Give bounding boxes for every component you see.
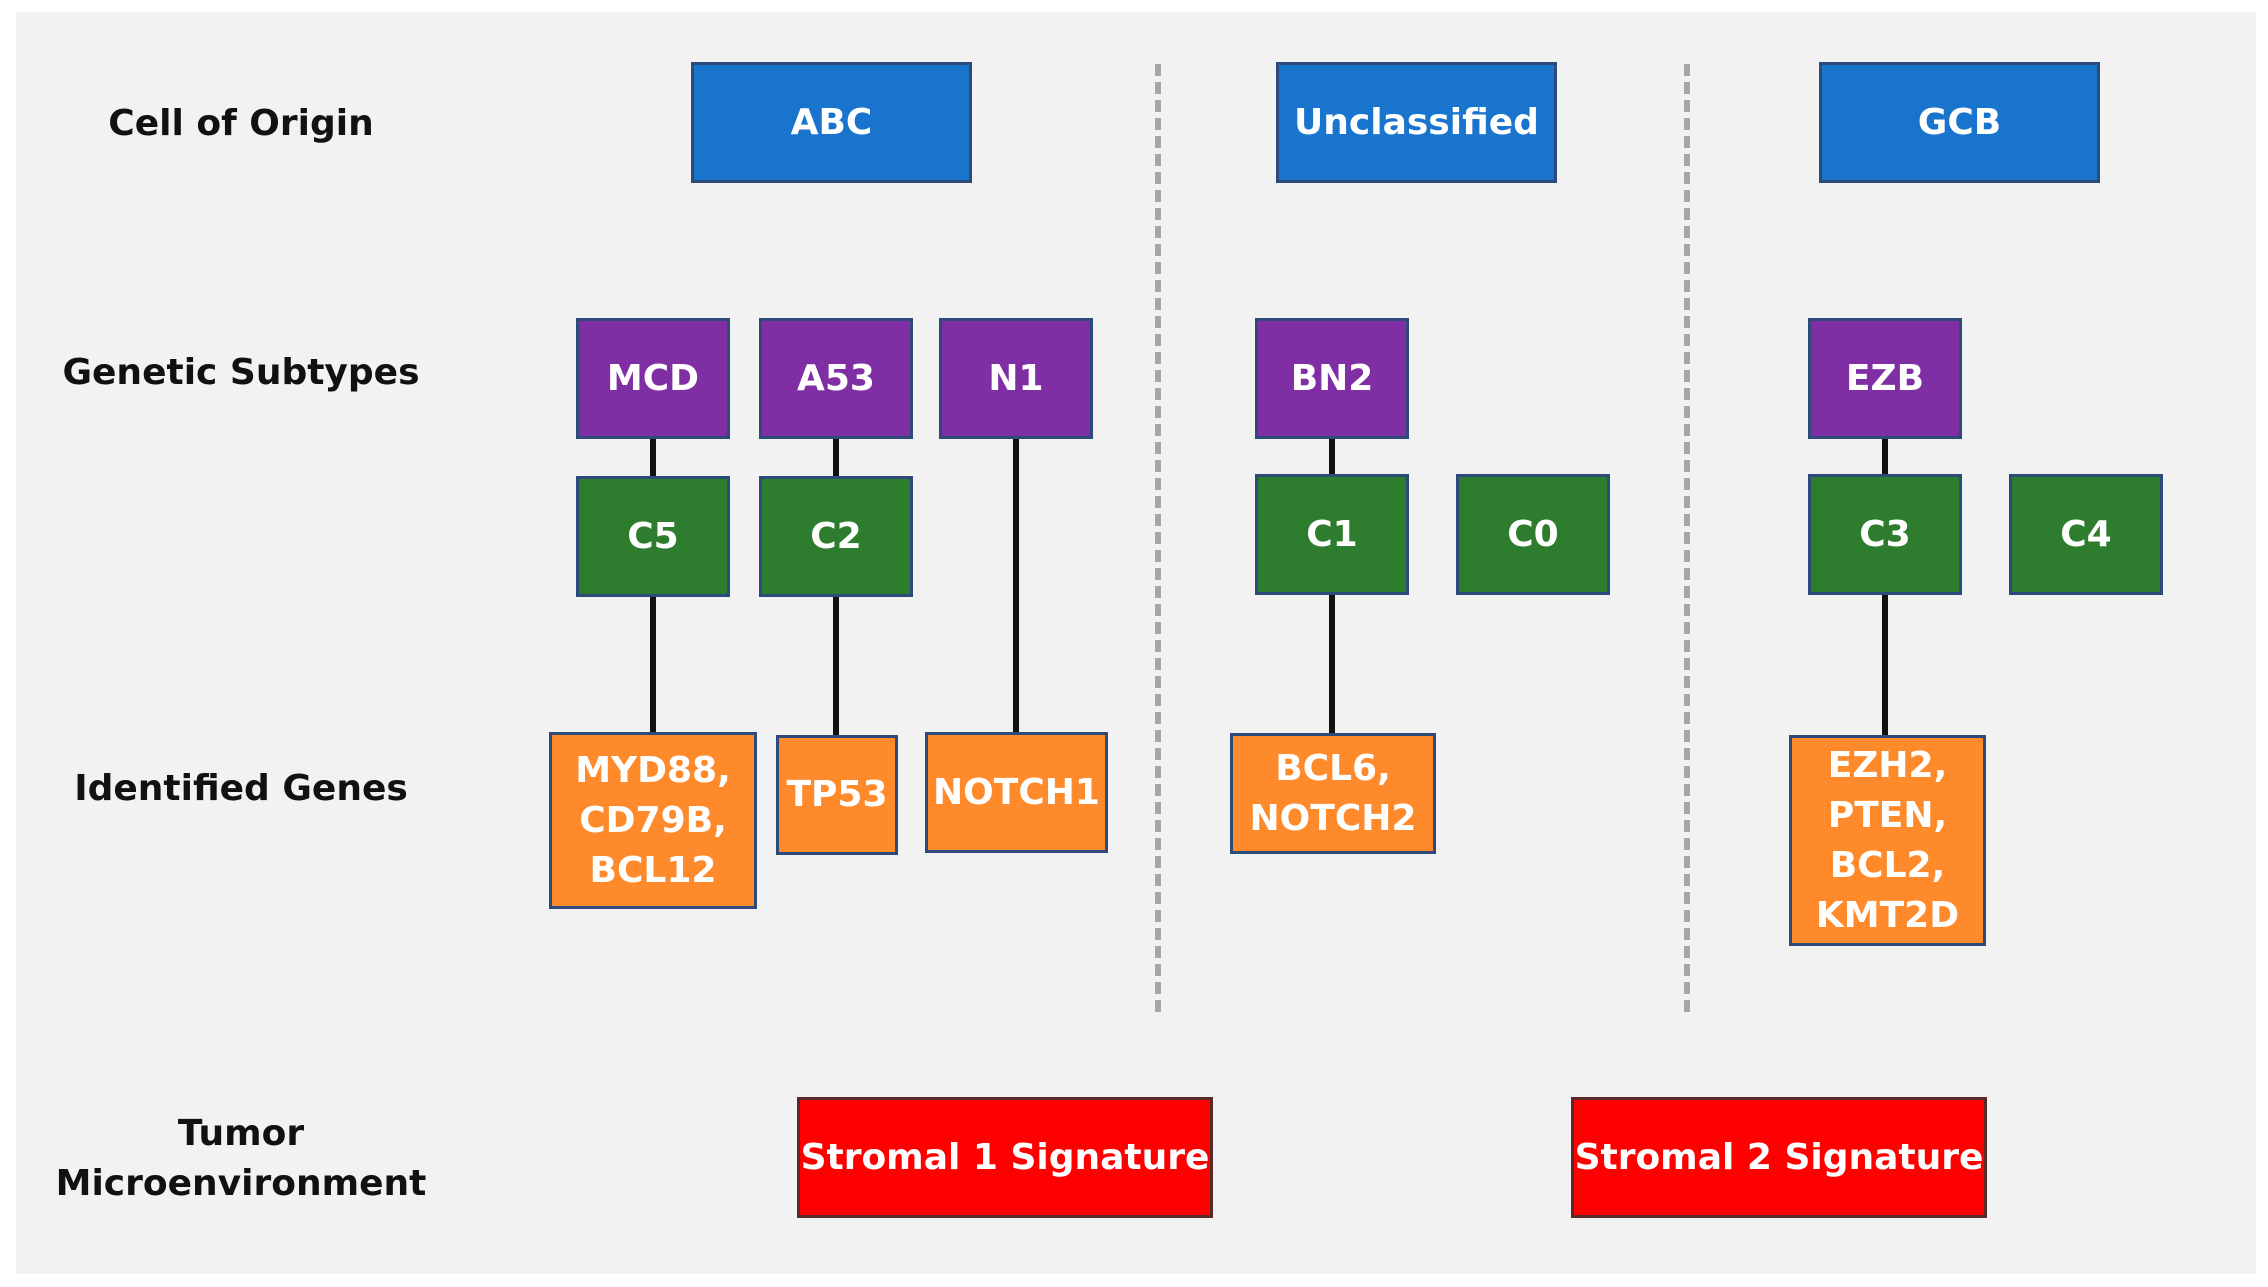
cell-of-origin-unclassified-label: Unclassified (1294, 101, 1539, 143)
cluster-c4-label: C4 (2060, 513, 2112, 555)
subtype-ezb-label: EZB (1845, 357, 1925, 399)
cell-of-origin-gcb-label: GCB (1917, 101, 2002, 143)
cluster-c2: C2 (759, 476, 913, 597)
diagram-canvas: Cell of Origin Genetic Subtypes Identifi… (16, 12, 2256, 1274)
connector-c1-genes (1329, 594, 1335, 752)
stromal-1-signature: Stromal 1 Signature (797, 1097, 1213, 1218)
cell-of-origin-abc: ABC (691, 62, 972, 183)
row-label-tumor-microenvironment: Tumor Microenvironment (31, 1109, 451, 1209)
gene-kmt2d: KMT2D (1815, 894, 1960, 936)
connector-a53-c2 (833, 436, 839, 484)
connector-ezb-c3 (1882, 436, 1888, 482)
subtype-bn2-label: BN2 (1290, 357, 1374, 399)
genes-mcd: MYD88, CD79B, BCL12 (549, 732, 757, 909)
cluster-c5-label: C5 (627, 515, 679, 557)
subtype-n1-label: N1 (988, 357, 1044, 399)
connector-c5-genes (650, 596, 656, 752)
row-label-tumor-line1: Tumor (177, 1113, 305, 1154)
subtype-mcd-label: MCD (606, 357, 700, 399)
gene-cd79b: CD79B, (579, 799, 727, 841)
stromal-2-signature: Stromal 2 Signature (1571, 1097, 1987, 1218)
cluster-c0: C0 (1456, 474, 1610, 595)
genes-a53: TP53 (776, 735, 898, 855)
stromal-2-signature-label: Stromal 2 Signature (1574, 1136, 1984, 1178)
cell-of-origin-unclassified: Unclassified (1276, 62, 1557, 183)
genes-ezb: EZH2, PTEN, BCL2, KMT2D (1789, 735, 1986, 946)
gene-bcl12: BCL12 (589, 849, 717, 891)
cell-of-origin-gcb: GCB (1819, 62, 2100, 183)
gene-bcl2: BCL2, (1829, 844, 1946, 886)
gene-myd88: MYD88, (575, 749, 731, 791)
genes-n1: NOTCH1 (925, 732, 1108, 853)
connector-mcd-c5 (650, 436, 656, 484)
column-divider-right (1684, 64, 1690, 1012)
subtype-bn2: BN2 (1255, 318, 1409, 439)
subtype-a53-label: A53 (797, 357, 875, 399)
cell-of-origin-abc-label: ABC (790, 101, 873, 143)
subtype-n1: N1 (939, 318, 1093, 439)
gene-ezh2: EZH2, (1827, 744, 1948, 786)
connector-bn2-c1 (1329, 436, 1335, 482)
gene-pten: PTEN, (1827, 794, 1948, 836)
cluster-c0-label: C0 (1507, 513, 1559, 555)
gene-bcl6: BCL6, (1275, 747, 1391, 789)
genes-bn2: BCL6, NOTCH2 (1230, 733, 1436, 854)
column-divider-left (1155, 64, 1161, 1012)
subtype-mcd: MCD (576, 318, 730, 439)
stromal-1-signature-label: Stromal 1 Signature (800, 1136, 1210, 1178)
cluster-c1: C1 (1255, 474, 1409, 595)
cluster-c2-label: C2 (810, 515, 862, 557)
gene-notch1: NOTCH1 (933, 771, 1100, 813)
subtype-a53: A53 (759, 318, 913, 439)
cluster-c3-label: C3 (1859, 513, 1911, 555)
cluster-c1-label: C1 (1306, 513, 1358, 555)
cluster-c4: C4 (2009, 474, 2163, 595)
gene-notch2: NOTCH2 (1249, 797, 1417, 839)
connector-c2-genes (833, 596, 839, 752)
cluster-c5: C5 (576, 476, 730, 597)
row-label-tumor-line2: Microenvironment (55, 1163, 427, 1204)
gene-tp53: TP53 (786, 774, 888, 815)
cluster-c3: C3 (1808, 474, 1962, 595)
row-label-identified-genes: Identified Genes (74, 768, 408, 809)
connector-c3-genes (1882, 594, 1888, 752)
subtype-ezb: EZB (1808, 318, 1962, 439)
connector-n1-genes (1013, 436, 1019, 752)
row-label-cell-of-origin: Cell of Origin (108, 103, 374, 144)
row-label-genetic-subtypes: Genetic Subtypes (62, 352, 420, 393)
